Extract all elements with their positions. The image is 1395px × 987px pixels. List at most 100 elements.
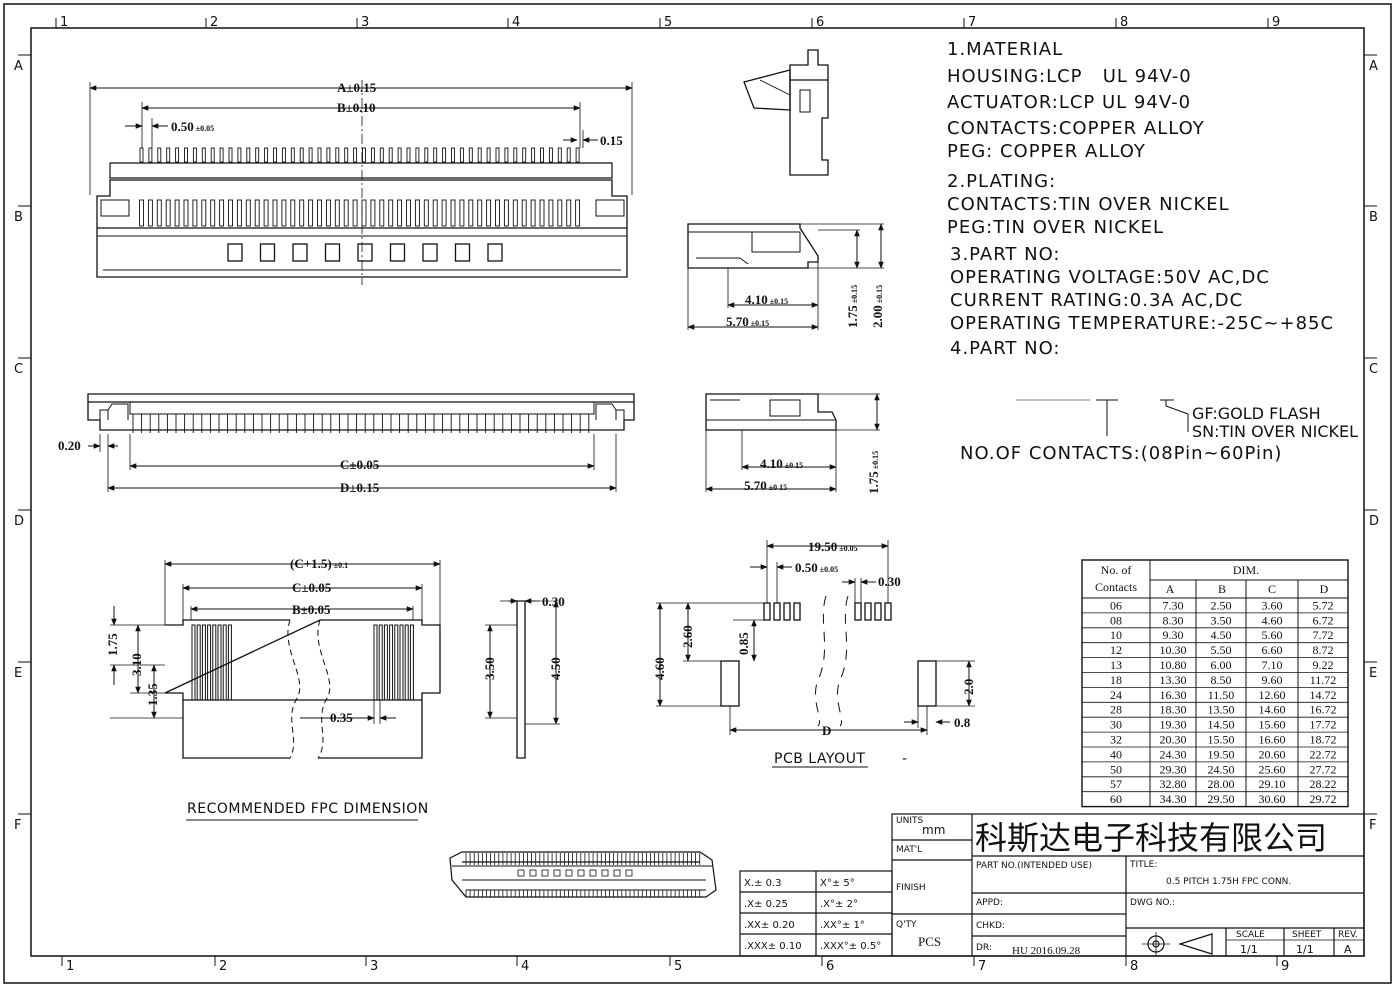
table-cell-dim: 4.50 [1211,628,1232,642]
table-cell-contacts: 50 [1110,762,1122,776]
company-name: 科斯达电子科技有限公司 [975,819,1328,857]
table-cell-dim: 32.80 [1160,777,1187,791]
front-pin-contact [477,199,483,227]
dim-a: A±0.15 [337,80,377,95]
fpc-dim-175: 1.75 [105,633,120,656]
front-window [454,243,471,262]
front-pin-contact [432,199,438,227]
col-label-bottom-9: 9 [1281,959,1289,974]
dim-015: 0.15 [600,133,623,148]
front-pin-tail [166,147,171,163]
row-label-left-e: E [14,666,22,681]
side2-dim-570: 5.70±0.15 [744,478,787,493]
table-head-b: B [1218,582,1226,596]
pcb-dim-1950: 19.50±0.05 [808,539,858,554]
table-cell-contacts: 24 [1110,688,1122,702]
front-pin-tail [264,147,269,163]
iso-window [625,869,633,877]
front-pin-tail [486,147,491,163]
front-window [259,243,276,262]
row-label-left-b: B [14,210,23,225]
front-view [89,80,633,285]
fpc-title: RECOMMENDED FPC DIMENSION [187,801,429,817]
front-pin-contact [299,199,305,227]
front-pin-tail [299,147,304,163]
table-cell-dim: 14.60 [1259,703,1286,717]
front-pin-tail [522,147,527,163]
table-head-dim: DIM. [1233,563,1259,577]
tb-scale-label: SCALE [1236,930,1265,940]
front-pin-tail [548,147,553,163]
side2-dim-175: 1.75±0.15 [866,451,881,494]
fpc-dim-035: 0.35 [330,710,353,725]
table-cell-dim: 22.72 [1310,747,1337,761]
front-pin-tail [326,147,331,163]
tol-x-linear: X.± 0.3 [744,878,782,889]
table-cell-dim: 9.60 [1262,673,1283,687]
col-label-bottom-2: 2 [219,959,227,974]
front-pin-tail [540,147,544,163]
fpc-dim-c15: (C+1.5)±0.1 [290,556,348,571]
dimension-table [1081,559,1349,808]
fpc-thickness-view [485,598,560,759]
front-window [227,243,243,262]
col-label-bottom-6: 6 [826,959,834,974]
front-pin-tail [388,147,393,163]
front-window [389,243,406,262]
dim-d: D±0.15 [340,480,380,495]
front-pin-contact [156,199,162,227]
col-label-top-6: 6 [816,15,824,30]
table-cell-dim: 16.30 [1160,688,1187,702]
table-cell-dim: 20.60 [1259,747,1286,761]
front-pin-tail [228,147,233,163]
fpc-finger [399,624,404,701]
fpc-dim-b: B±0.05 [292,602,331,617]
spec-material-header: 1.MATERIAL [947,39,1064,60]
table-cell-dim: 27.72 [1310,762,1337,776]
front-pin-tail [557,147,562,163]
spec-peg-material: PEG: COPPER ALLOY [947,141,1146,162]
tb-title-value: 0.5 PITCH 1.75H FPC CONN. [1166,877,1291,887]
front-pin-contact [370,199,376,227]
table-head-d: D [1320,582,1329,596]
table-cell-contacts: 30 [1110,718,1122,732]
table-cell-dim: 8.72 [1313,643,1334,657]
pcb-dim-08: 0.8 [954,715,971,730]
fpc-finger [404,624,409,701]
front-pin-tail [531,147,536,163]
tb-part-no: PART NO.(INTENDED USE) [976,861,1092,871]
table-cell-dim: 8.50 [1211,673,1232,687]
front-pin-tail [308,147,313,163]
spec-gold-flash: GF:GOLD FLASH [1192,404,1321,423]
iso-window [529,869,537,877]
spec-part-no-3: 3.PART NO: [950,244,1061,265]
tol-x3-linear: .XXX± 0.10 [744,941,802,952]
table-cell-dim: 18.30 [1160,703,1187,717]
fpc-finger [201,624,206,701]
table-cell-dim: 9.22 [1313,658,1334,672]
front-pin-tail [379,147,384,163]
row-label-right-d: D [1369,514,1379,529]
col-label-top-5: 5 [664,15,672,30]
title-block-lines [739,813,1365,957]
pcb-title: PCB LAYOUT [774,751,866,767]
dim-pitch: 0.50±0.05 [171,119,214,134]
front-pin-contact [236,199,242,227]
front-pin-tail [459,147,464,163]
table-cell-dim: 6.00 [1211,658,1232,672]
row-label-right-b: B [1369,210,1378,225]
thick-dim-350: 3.50 [482,657,497,680]
table-cell-dim: 7.10 [1262,658,1283,672]
front-pin-contact [245,199,251,227]
table-cell-contacts: 10 [1110,628,1122,642]
iso-window [553,869,561,877]
col-label-top-3: 3 [361,15,369,30]
table-cell-dim: 10.30 [1160,643,1187,657]
front-pin-contact [406,199,411,227]
front-pin-contact [539,199,545,227]
front-pin-tail [477,147,482,163]
front-pin-tail [201,147,206,163]
front-pin-contact [468,199,474,227]
front-pin-tail [362,147,366,163]
front-pin-contact [575,199,581,227]
